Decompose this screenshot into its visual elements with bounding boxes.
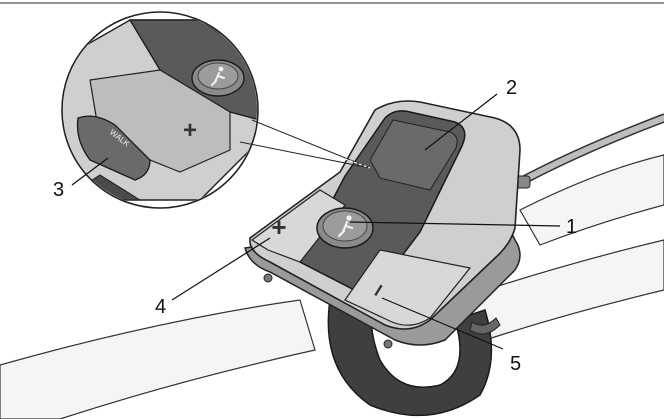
leader-1 <box>349 221 561 227</box>
control-unit: + – <box>244 100 521 349</box>
callout-4: 4 <box>155 296 166 318</box>
leader-5 <box>381 297 504 350</box>
callout-2: 2 <box>506 77 517 99</box>
inset-connector-lines <box>239 119 371 169</box>
leader-3 <box>71 157 109 186</box>
callout-5: 5 <box>510 353 521 375</box>
plus-symbol: + <box>271 212 286 242</box>
callout-1: 1 <box>566 216 577 238</box>
detail-inset: + WALK <box>61 11 259 209</box>
handlebar <box>0 154 664 419</box>
leader-lines <box>71 93 561 350</box>
walk-button <box>76 115 151 181</box>
leader-4 <box>171 237 271 301</box>
leader-2 <box>424 93 498 151</box>
walk-assist-icon <box>337 215 354 238</box>
handlebar-clamp <box>327 299 501 417</box>
inset-plus-symbol: + <box>183 117 197 144</box>
callout-3: 3 <box>53 179 64 201</box>
